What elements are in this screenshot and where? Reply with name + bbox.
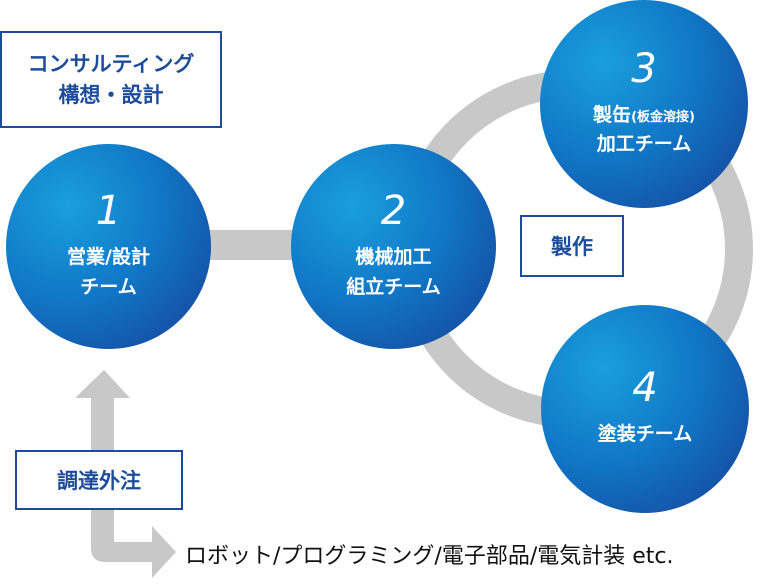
consulting-box-line1: コンサルティング [27, 52, 195, 77]
team-label-line1: 営業/設計 [67, 246, 150, 269]
team-label-sub: (板金溶接) [631, 109, 695, 125]
team-circle-4: 4 塗装チーム [541, 305, 749, 513]
procurement-arrow [75, 370, 176, 578]
team-label-line1: 塗装チーム [597, 423, 693, 446]
consulting-box: コンサルティング 構想・設計 [0, 31, 222, 128]
team-number: 2 [380, 188, 407, 235]
team-label-line2: チーム [80, 275, 137, 298]
team-number: 1 [95, 188, 122, 235]
procurement-box: 調達外注 [15, 450, 183, 510]
manufacturing-box: 製作 [520, 215, 624, 277]
procurement-box-label: 調達外注 [57, 469, 141, 493]
team-circle-2: 2 機械加工 組立チーム [291, 144, 496, 349]
team-label-line1: 機械加工 [355, 246, 432, 269]
team-number: 4 [632, 365, 658, 412]
team-circle-3: 3 製缶(板金溶接) 加工チーム [540, 0, 748, 208]
team-label-line1: 製缶(板金溶接) [593, 101, 695, 130]
team-circle-1: 1 営業/設計 チーム [6, 144, 211, 349]
manufacturing-box-label: 製作 [551, 235, 593, 259]
team-label-main: 製缶 [593, 103, 632, 126]
team-label-line2: 組立チーム [346, 275, 441, 298]
team-number: 3 [631, 45, 657, 92]
team-label-line2: 加工チーム [596, 133, 692, 155]
outsourcing-items-text: ロボット/プログラミング/電子部品/電気計装 etc. [185, 544, 674, 569]
consulting-box-line2: 構想・設計 [58, 82, 164, 107]
